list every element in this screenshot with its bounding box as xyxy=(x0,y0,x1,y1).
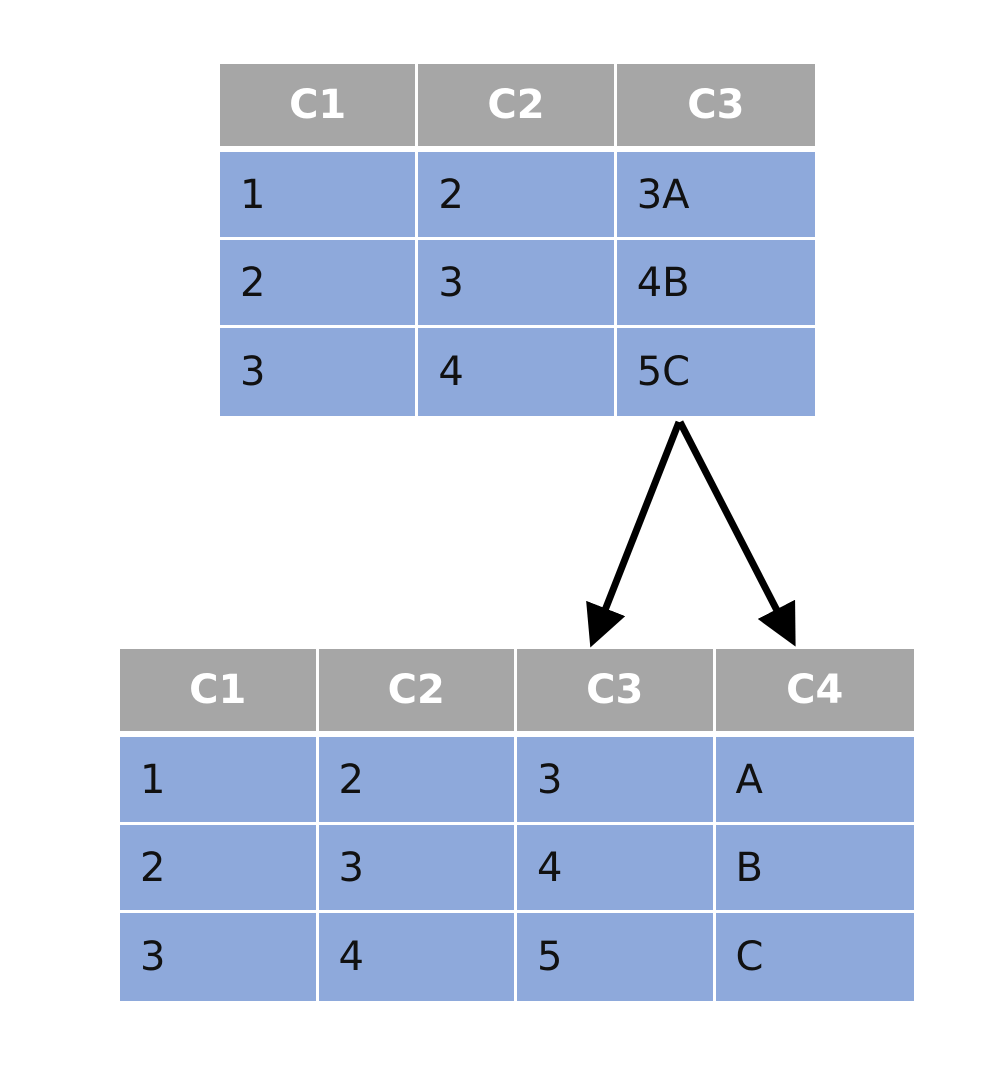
table-cell: 2 xyxy=(220,240,419,328)
table-cell: 5C xyxy=(616,328,816,416)
arrow-to-c3 xyxy=(586,420,683,648)
table-cell: 4 xyxy=(318,913,517,1001)
result-header-row: C1 C2 C3 C4 xyxy=(120,649,914,737)
table-cell: 3 xyxy=(517,737,716,825)
source-header-c2: C2 xyxy=(418,64,617,152)
table-row: 2 3 4B xyxy=(220,240,816,328)
table-cell: C xyxy=(715,913,914,1001)
table-cell: 1 xyxy=(120,737,319,825)
table-cell: 2 xyxy=(418,152,617,240)
result-header-c3: C3 xyxy=(517,649,716,737)
result-header-c2: C2 xyxy=(318,649,517,737)
source-header-c1: C1 xyxy=(220,64,419,152)
result-header-c1: C1 xyxy=(120,649,319,737)
table-cell: 3A xyxy=(616,152,816,240)
table-cell: 4B xyxy=(616,240,816,328)
table-cell: 4 xyxy=(418,328,617,416)
table-cell: 2 xyxy=(318,737,517,825)
result-table: C1 C2 C3 C4 1 2 3 A 2 3 4 B 3 4 5 C xyxy=(120,649,914,1001)
table-row: 1 2 3 A xyxy=(120,737,914,825)
table-row: 2 3 4 B xyxy=(120,825,914,913)
result-header-c4: C4 xyxy=(715,649,914,737)
table-cell: A xyxy=(715,737,914,825)
table-cell: 3 xyxy=(418,240,617,328)
table-cell: B xyxy=(715,825,914,913)
table-cell: 3 xyxy=(220,328,419,416)
table-row: 3 4 5C xyxy=(220,328,816,416)
table-cell: 2 xyxy=(120,825,319,913)
table-cell: 4 xyxy=(517,825,716,913)
source-header-c3: C3 xyxy=(616,64,816,152)
table-cell: 5 xyxy=(517,913,716,1001)
table-row: 1 2 3A xyxy=(220,152,816,240)
source-table: C1 C2 C3 1 2 3A 2 3 4B 3 4 5C xyxy=(220,64,816,416)
table-cell: 3 xyxy=(120,913,319,1001)
table-row: 3 4 5 C xyxy=(120,913,914,1001)
table-cell: 3 xyxy=(318,825,517,913)
source-header-row: C1 C2 C3 xyxy=(220,64,816,152)
arrow-to-c4 xyxy=(676,420,796,647)
table-cell: 1 xyxy=(220,152,419,240)
